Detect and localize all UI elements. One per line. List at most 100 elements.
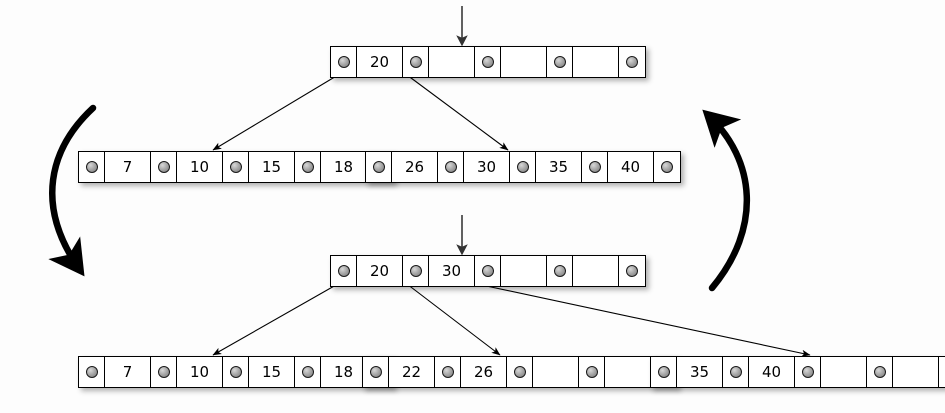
pointer-cell[interactable] — [295, 152, 321, 182]
pointer-cell[interactable] — [151, 152, 177, 182]
pointer-cell[interactable] — [366, 152, 392, 182]
key-cell[interactable]: 20 — [357, 256, 403, 286]
pointer-cell[interactable] — [619, 47, 645, 77]
empty-cell[interactable] — [605, 357, 651, 387]
key-cell[interactable]: 18 — [321, 357, 367, 387]
pointer-dot-icon — [229, 366, 242, 378]
pointer-dot-icon — [229, 161, 242, 173]
key-cell[interactable]: 10 — [177, 357, 223, 387]
pointer-dot-icon — [873, 366, 886, 378]
key-cell[interactable]: 15 — [249, 152, 295, 182]
key-cell[interactable]: 22 — [389, 357, 435, 387]
pointer-cell[interactable] — [475, 47, 501, 77]
pointer-cell[interactable] — [438, 152, 464, 182]
leaf-node-before-left[interactable]: 7 10 15 18 — [78, 151, 394, 183]
key-label: 26 — [404, 157, 425, 176]
key-label: 18 — [333, 157, 354, 176]
pointer-dot-icon — [301, 366, 314, 378]
key-cell[interactable]: 26 — [392, 152, 438, 182]
pointer-cell[interactable] — [795, 357, 821, 387]
pointer-cell[interactable] — [223, 152, 249, 182]
pointer-cell[interactable] — [295, 357, 321, 387]
pointer-dot-icon — [516, 161, 529, 173]
pointer-cell[interactable] — [619, 256, 645, 286]
pointer-cell[interactable] — [79, 152, 105, 182]
key-label: 30 — [476, 157, 497, 176]
pointer-cell[interactable] — [79, 357, 105, 387]
pointer-cell[interactable] — [403, 47, 429, 77]
pointer-dot-icon — [409, 56, 422, 68]
leaf-node-after-right[interactable]: 35 40 — [650, 356, 945, 388]
child-link-root-before-to-right-leaf — [402, 71, 509, 151]
pointer-cell[interactable] — [223, 357, 249, 387]
child-link-root-before-to-left-leaf — [212, 71, 344, 151]
empty-cell[interactable] — [501, 256, 547, 286]
pointer-cell[interactable] — [582, 152, 608, 182]
pointer-dot-icon — [553, 265, 566, 277]
pointer-cell[interactable] — [651, 357, 677, 387]
key-cell[interactable]: 30 — [464, 152, 510, 182]
key-cell[interactable]: 10 — [177, 152, 223, 182]
empty-cell[interactable] — [573, 256, 619, 286]
empty-cell[interactable] — [533, 357, 579, 387]
key-cell[interactable]: 30 — [429, 256, 475, 286]
pointer-cell[interactable] — [151, 357, 177, 387]
root-node-before[interactable]: 20 — [330, 46, 646, 78]
pointer-cell[interactable] — [547, 256, 573, 286]
leaf-node-after-left[interactable]: 7 10 15 18 — [78, 356, 394, 388]
key-label: 30 — [441, 261, 462, 280]
pointer-cell[interactable] — [547, 47, 573, 77]
key-cell[interactable]: 18 — [321, 152, 367, 182]
pointer-dot-icon — [626, 265, 638, 277]
pointer-cell[interactable] — [510, 152, 536, 182]
key-label: 20 — [369, 52, 390, 71]
key-label: 15 — [261, 157, 282, 176]
empty-cell[interactable] — [573, 47, 619, 77]
pointer-dot-icon — [157, 161, 170, 173]
pointer-dot-icon — [626, 56, 638, 68]
pointer-dot-icon — [372, 161, 385, 173]
key-label: 40 — [620, 157, 641, 176]
pointer-dot-icon — [444, 161, 457, 173]
pointer-cell[interactable] — [475, 256, 501, 286]
key-cell[interactable]: 40 — [608, 152, 654, 182]
key-label: 20 — [369, 261, 390, 280]
pointer-dot-icon — [85, 366, 98, 378]
key-label: 22 — [401, 362, 422, 381]
empty-cell[interactable] — [821, 357, 867, 387]
pointer-cell[interactable] — [435, 357, 461, 387]
child-link-root-after-to-left-leaf — [212, 280, 344, 356]
key-cell[interactable]: 7 — [105, 152, 151, 182]
pointer-cell[interactable] — [654, 152, 680, 182]
key-cell[interactable]: 7 — [105, 357, 151, 387]
pointer-dot-icon — [657, 366, 670, 378]
key-label: 26 — [473, 362, 494, 381]
leaf-node-before-right[interactable]: 26 30 35 40 — [365, 151, 681, 183]
key-cell[interactable]: 40 — [749, 357, 795, 387]
pointer-dot-icon — [337, 56, 350, 68]
pointer-cell[interactable] — [579, 357, 605, 387]
key-cell[interactable]: 35 — [677, 357, 723, 387]
empty-cell[interactable] — [501, 47, 547, 77]
key-cell[interactable]: 26 — [461, 357, 507, 387]
leaf-node-after-middle[interactable]: 22 26 — [362, 356, 678, 388]
pointer-dot-icon — [481, 56, 494, 68]
pointer-dot-icon — [481, 265, 494, 277]
pointer-cell[interactable] — [867, 357, 893, 387]
empty-cell[interactable] — [893, 357, 939, 387]
child-link-root-after-to-right-leaf — [462, 280, 811, 357]
pointer-cell[interactable] — [507, 357, 533, 387]
pointer-cell[interactable] — [331, 47, 357, 77]
key-cell[interactable]: 20 — [357, 47, 403, 77]
pointer-cell[interactable] — [939, 357, 945, 387]
pointer-cell[interactable] — [363, 357, 389, 387]
key-cell[interactable]: 15 — [249, 357, 295, 387]
pointer-cell[interactable] — [331, 256, 357, 286]
pointer-cell[interactable] — [403, 256, 429, 286]
key-label: 40 — [761, 362, 782, 381]
empty-cell[interactable] — [429, 47, 475, 77]
pointer-cell[interactable] — [723, 357, 749, 387]
key-cell[interactable]: 35 — [536, 152, 582, 182]
key-label: 18 — [333, 362, 354, 381]
